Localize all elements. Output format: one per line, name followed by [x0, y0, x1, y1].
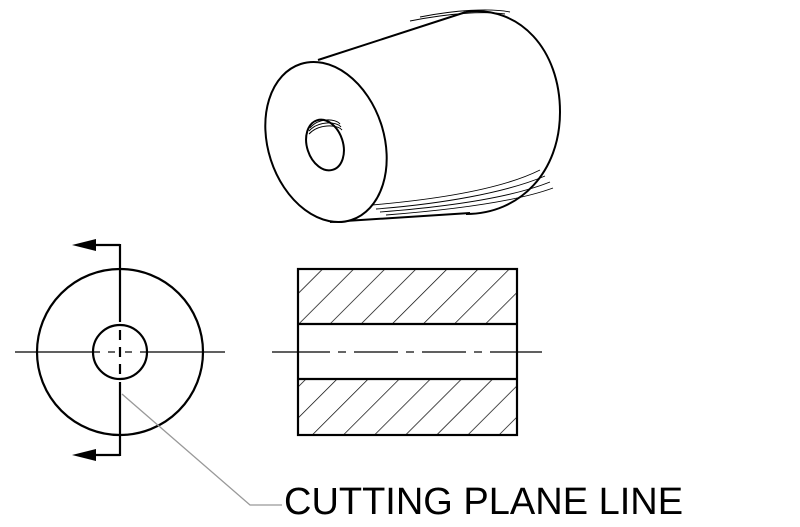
arrow-top	[72, 239, 96, 251]
callout-leader	[121, 393, 282, 506]
isometric-cylinder	[264, 9, 562, 224]
bore-shading	[308, 119, 343, 135]
cylinder-front-face	[264, 60, 388, 224]
section-hatch-bottom	[298, 379, 517, 435]
front-view	[15, 239, 225, 461]
cylinder-bore	[305, 118, 345, 172]
section-view	[272, 267, 542, 437]
cylinder-bottom-edge	[329, 212, 471, 223]
cylinder-top-edge	[317, 11, 467, 61]
cylinder-back-edge	[465, 10, 562, 215]
callout-label: CUTTING PLANE LINE	[284, 481, 684, 523]
cutting-plane-line	[72, 239, 122, 461]
arrow-bottom	[72, 449, 96, 461]
cylinder-shading	[371, 9, 554, 216]
section-hatch-top	[298, 269, 517, 324]
